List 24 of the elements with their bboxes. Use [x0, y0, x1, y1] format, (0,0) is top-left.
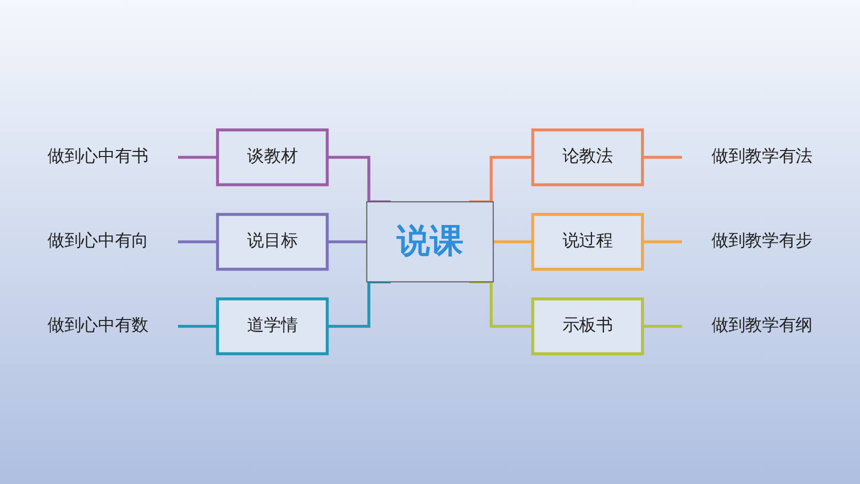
- node-text: 做到教学有纲: [712, 316, 812, 336]
- connector: [327, 280, 391, 328]
- node-box: 谈教材: [216, 128, 329, 186]
- connector: [642, 156, 682, 159]
- connector: [642, 325, 682, 328]
- connector: [178, 156, 218, 159]
- node-box: 说过程: [531, 213, 644, 271]
- node-text: 做到心中有书: [48, 146, 148, 167]
- connector: [178, 325, 218, 328]
- connector: [642, 240, 682, 244]
- node-text: 做到心中有向: [48, 231, 148, 252]
- node-box: 说目标: [216, 213, 329, 271]
- connector: [469, 280, 533, 328]
- connector: [327, 156, 391, 204]
- connector: [178, 240, 218, 244]
- connector: [493, 240, 533, 244]
- connector: [327, 240, 367, 244]
- node-box: 道学情: [216, 298, 329, 356]
- node-box: 示板书: [531, 298, 644, 356]
- node-text: 做到教学有法: [712, 146, 812, 167]
- node-text: 做到心中有数: [48, 316, 148, 336]
- node-box: 论教法: [531, 128, 644, 186]
- connector: [469, 156, 533, 204]
- node-text: 做到教学有步: [712, 231, 812, 252]
